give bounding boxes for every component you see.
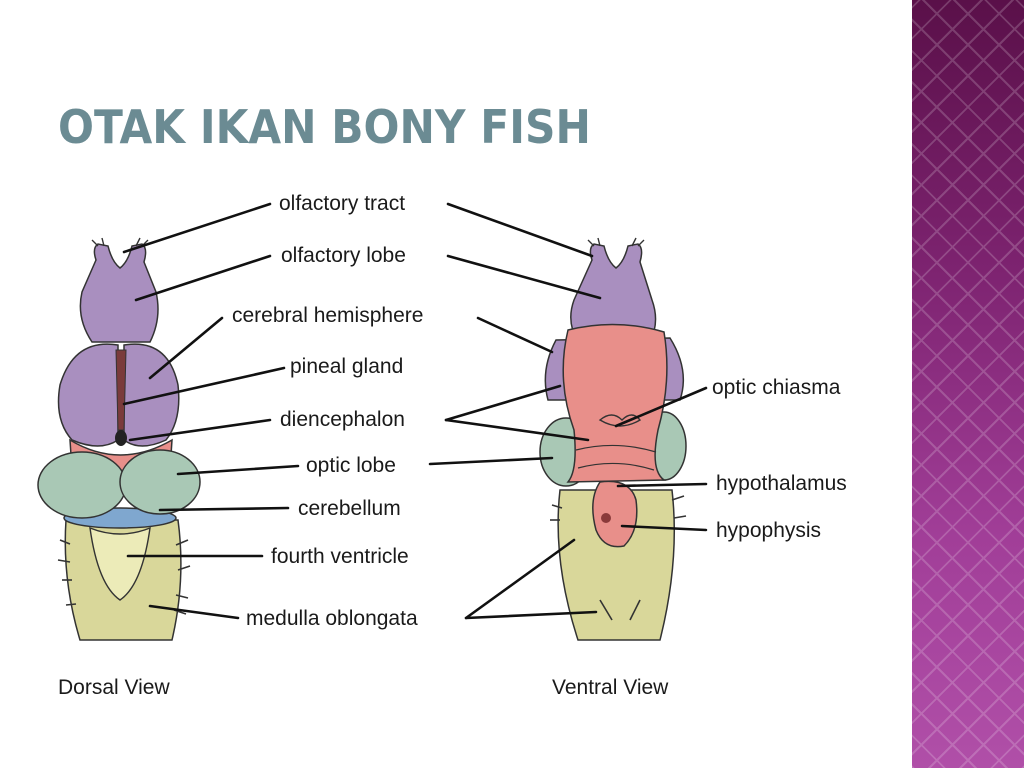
label-olfactory-lobe: olfactory lobe [281, 244, 406, 267]
label-cerebellum: cerebellum [298, 497, 401, 520]
dorsal-olfactory-tract [91, 237, 149, 247]
ventral-brain [539, 237, 687, 641]
label-pineal-gland: pineal gland [290, 355, 403, 378]
dorsal-pineal-gland [115, 349, 127, 431]
ventral-diencephalon [562, 323, 668, 483]
label-optic-chiasma: optic chiasma [712, 376, 841, 399]
caption-ventral-view: Ventral View [552, 676, 669, 699]
dorsal-olfactory-lobe [79, 243, 159, 343]
ventral-hypothalamus-folds [575, 444, 657, 471]
ventral-olfactory-tract [587, 237, 645, 247]
sidebar-pattern [912, 0, 1024, 768]
dorsal-cerebral-hemisphere-right [123, 343, 180, 447]
label-hypothalamus: hypothalamus [716, 472, 847, 495]
label-olfactory-tract: olfactory tract [279, 192, 405, 215]
dorsal-nerve-roots [57, 539, 191, 615]
decorative-sidebar [912, 0, 1024, 768]
slide-title: OTAK IKAN BONY FISH [58, 100, 591, 154]
dorsal-pineal-body [115, 430, 127, 446]
leader-lines [122, 202, 708, 620]
label-fourth-ventricle: fourth ventricle [271, 545, 409, 568]
dorsal-brain [37, 237, 201, 641]
label-cerebral-hemisphere: cerebral hemisphere [232, 304, 423, 327]
dorsal-cerebral-hemisphere-left [57, 343, 119, 447]
label-hypophysis: hypophysis [716, 519, 821, 542]
labels: olfactory tract olfactory lobe cerebral … [232, 192, 847, 630]
dorsal-optic-lobe-right [119, 449, 201, 515]
ventral-optic-chiasma [598, 414, 642, 427]
caption-dorsal-view: Dorsal View [58, 676, 170, 699]
brain-diagram: olfactory tract olfactory lobe cerebral … [37, 192, 847, 699]
label-optic-lobe: optic lobe [306, 454, 396, 477]
ventral-nerve-roots [550, 495, 687, 621]
slide: OTAK IKAN BONY FISH [37, 100, 847, 699]
ventral-hypophysis-spot [601, 513, 611, 523]
label-medulla-oblongata: medulla oblongata [246, 607, 418, 630]
label-diencephalon: diencephalon [280, 408, 405, 431]
dorsal-optic-lobe-left [37, 451, 127, 519]
ventral-hypophysis [592, 480, 638, 548]
dorsal-fourth-ventricle [89, 526, 151, 601]
